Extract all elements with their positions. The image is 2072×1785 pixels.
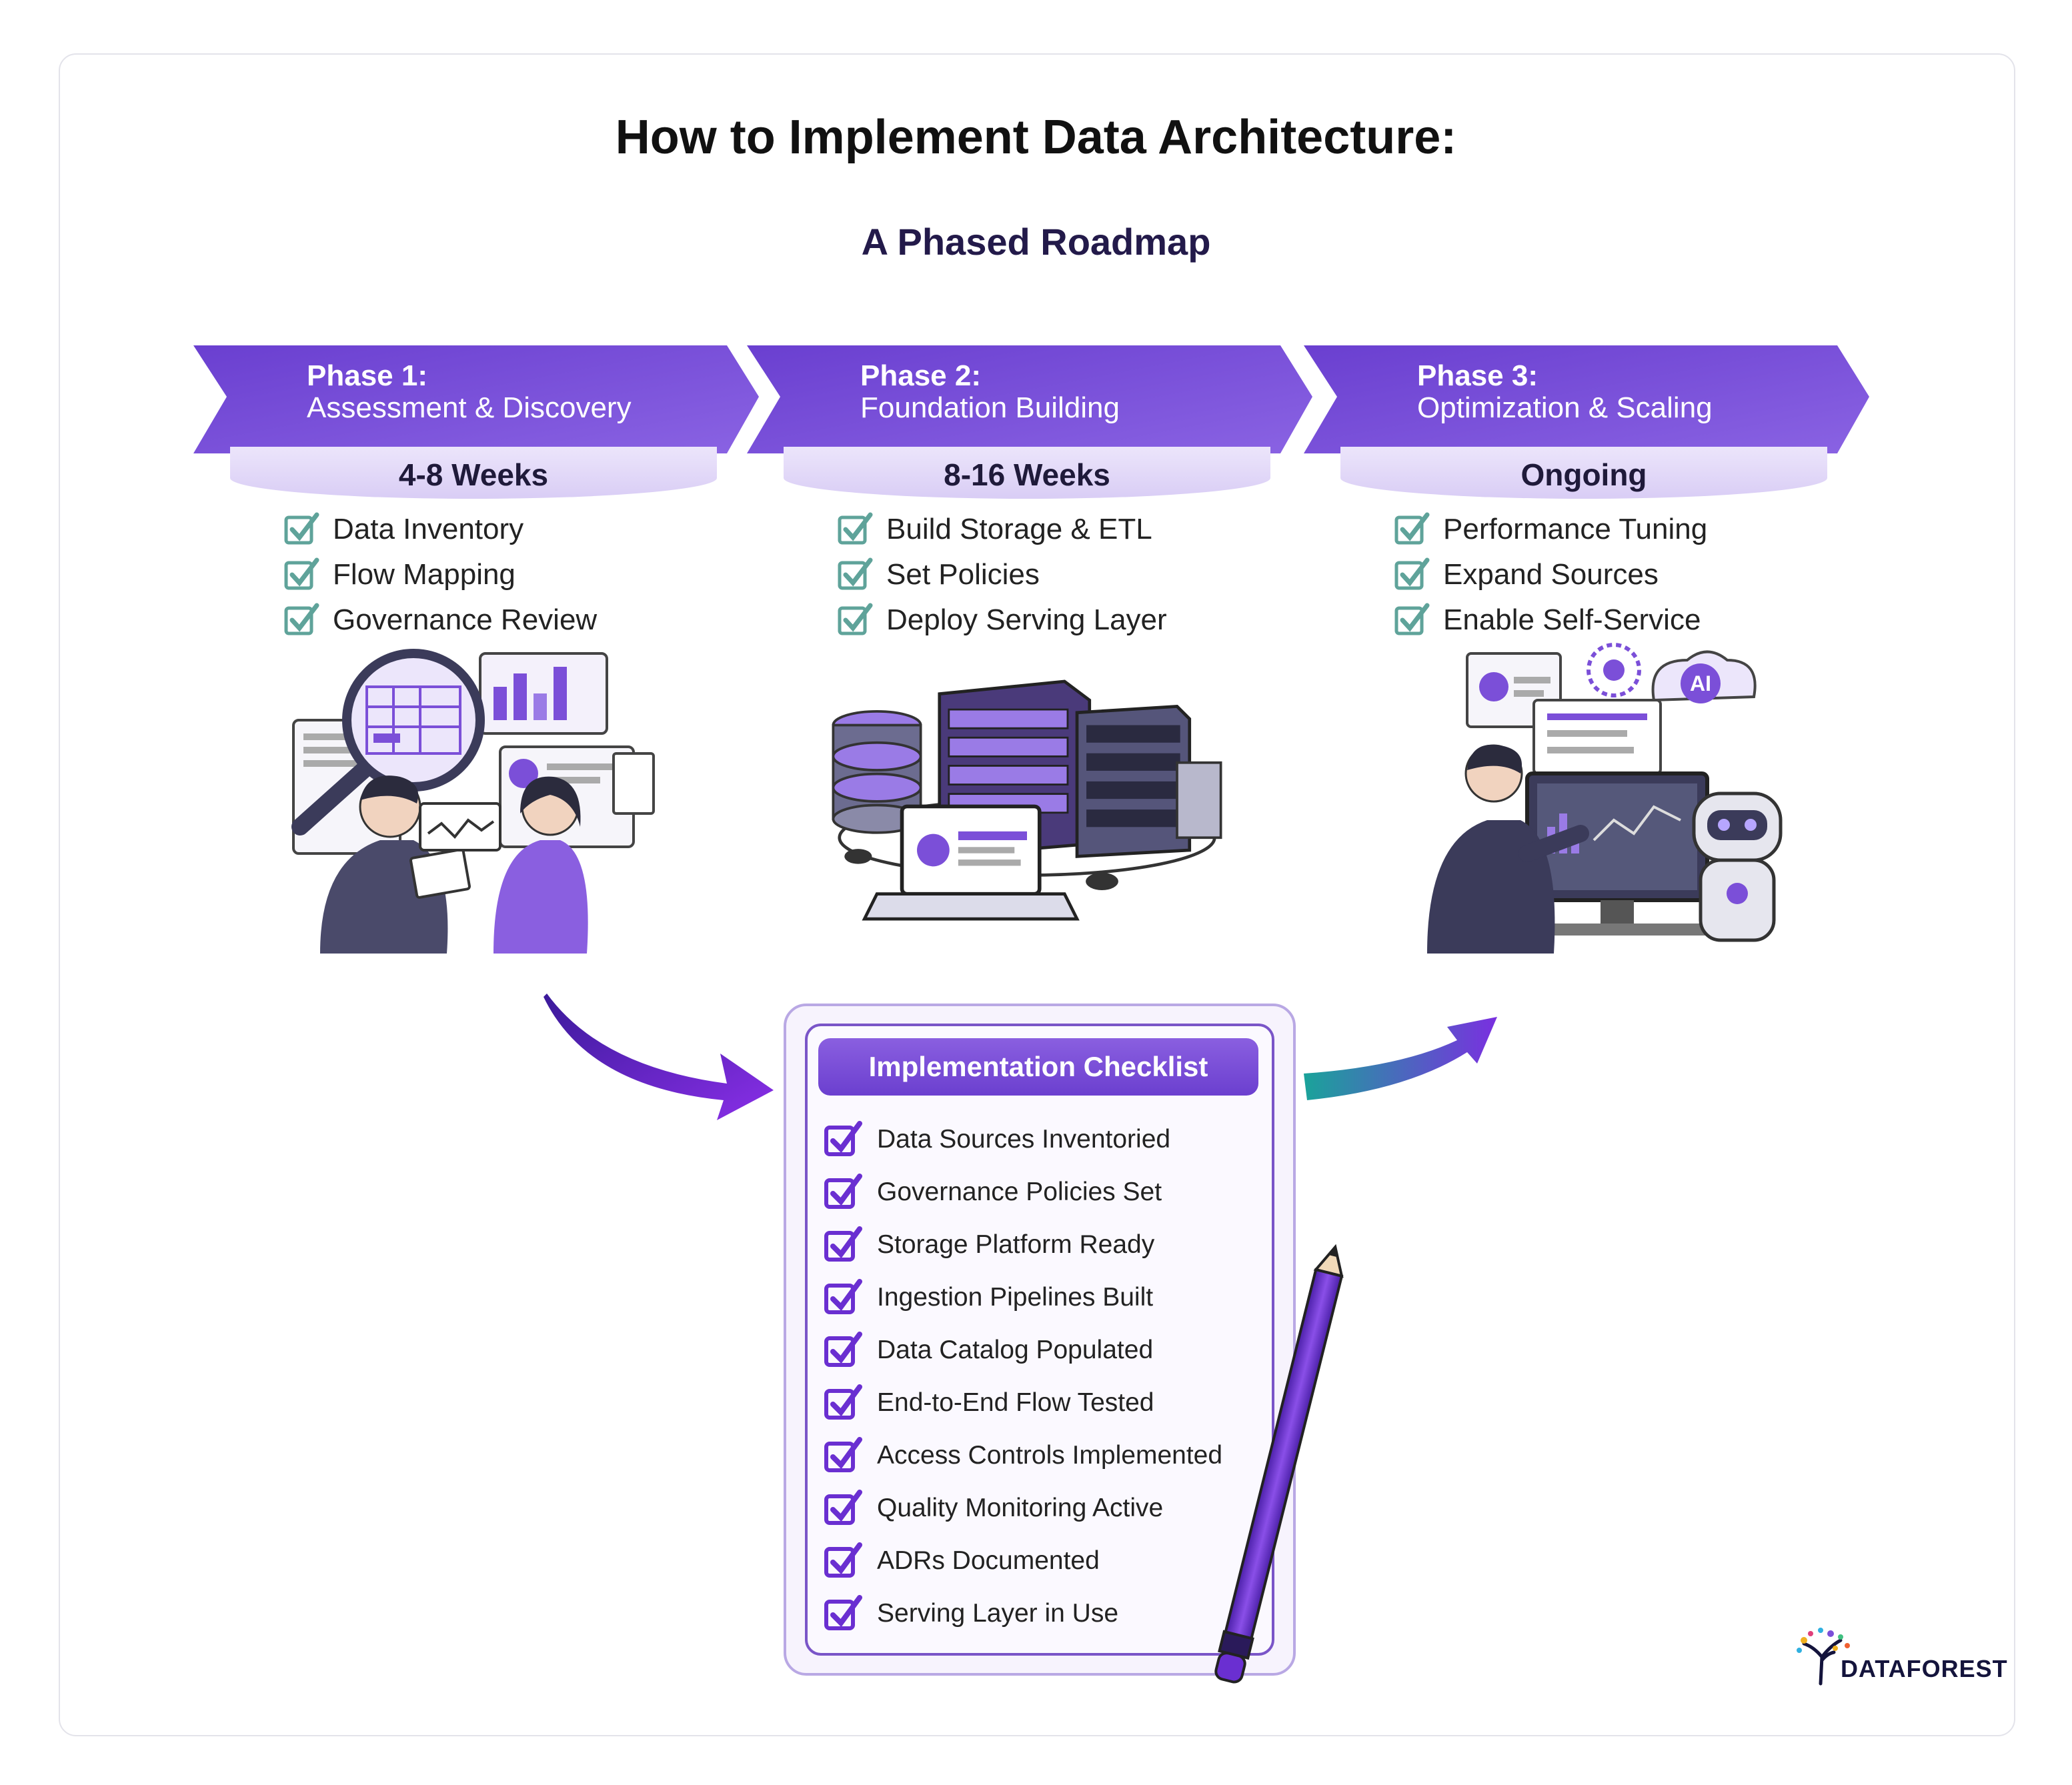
checklist-item: Quality Monitoring Active: [824, 1482, 1222, 1534]
checklist-item: ADRs Documented: [824, 1534, 1222, 1587]
checklist-item-label: Access Controls Implemented: [877, 1440, 1223, 1470]
page-subtitle: A Phased Roadmap: [861, 221, 1211, 263]
checkbox-checked-icon: [824, 1226, 862, 1262]
checklist-item-label: End-to-End Flow Tested: [877, 1388, 1154, 1417]
task-item: Performance Tuning: [1394, 507, 1707, 552]
dataforest-logo: DATAFOREST: [1794, 1620, 2007, 1694]
checklist-item: Serving Layer in Use: [824, 1587, 1222, 1640]
task-label: Set Policies: [886, 558, 1040, 591]
checklist-sheet: Implementation Checklist Data Sources In…: [805, 1024, 1274, 1656]
page-title: How to Implement Data Architecture:: [615, 111, 1457, 164]
check-icon: [838, 512, 873, 545]
phase-2-tasks: Build Storage & ETL Set Policies Deploy …: [837, 507, 1167, 643]
pencil-icon: [1214, 1244, 1344, 1684]
task-label: Expand Sources: [1443, 558, 1659, 591]
check-icon: [284, 512, 319, 545]
checkbox-checked-icon: [824, 1278, 862, 1314]
checkbox-checked-icon: [824, 1384, 862, 1420]
task-label: Enable Self-Service: [1443, 603, 1701, 636]
phase-2-banner: [747, 345, 1312, 453]
checklist-item: Data Sources Inventoried: [824, 1113, 1222, 1166]
task-item: Flow Mapping: [283, 552, 597, 597]
checklist-item-label: Data Sources Inventoried: [877, 1124, 1171, 1154]
phase-3: Phase 3: Optimization & Scaling Ongoing …: [1304, 340, 1877, 653]
checklist-item: End-to-End Flow Tested: [824, 1376, 1222, 1429]
phase-3-name: Optimization & Scaling: [1417, 391, 1713, 424]
checkbox-checked-icon: [824, 1173, 862, 1209]
checklist-item: Ingestion Pipelines Built: [824, 1271, 1222, 1324]
phase-2-duration: 8-16 Weeks: [784, 447, 1270, 499]
phase-1-name: Assessment & Discovery: [307, 391, 632, 424]
phase-2: Phase 2: Foundation Building 8-16 Weeks …: [747, 340, 1320, 653]
phase-3-duration: Ongoing: [1340, 447, 1827, 499]
checklist-item: Access Controls Implemented: [824, 1429, 1222, 1482]
checklist-item-label: Quality Monitoring Active: [877, 1493, 1164, 1522]
checklist-item-label: ADRs Documented: [877, 1546, 1100, 1575]
checkbox-checked-icon: [824, 1594, 862, 1630]
task-label: Data Inventory: [333, 513, 524, 545]
phase-1-number: Phase 1:: [307, 359, 427, 392]
phase-2-number: Phase 2:: [860, 359, 981, 392]
phase-3-number: Phase 3:: [1417, 359, 1538, 392]
phase-1-tasks: Data Inventory Flow Mapping Governance R…: [283, 507, 597, 643]
arrow-left: [544, 994, 774, 1120]
implementation-checklist: Implementation Checklist Data Sources In…: [784, 1004, 1296, 1676]
phase-1-banner: [193, 345, 759, 453]
checklist-item: Data Catalog Populated: [824, 1324, 1222, 1376]
task-item: Data Inventory: [283, 507, 597, 552]
checklist-item-label: Serving Layer in Use: [877, 1598, 1119, 1628]
tree-logo-icon: [1797, 1628, 1850, 1686]
task-item: Build Storage & ETL: [837, 507, 1167, 552]
analyst-with-robot-illustration: AI: [1427, 643, 1783, 954]
checkbox-checked-icon: [824, 1120, 862, 1156]
task-item: Deploy Serving Layer: [837, 597, 1167, 643]
check-icon: [1394, 512, 1430, 545]
check-icon: [838, 603, 873, 635]
check-icon: [284, 557, 319, 590]
checklist-item-label: Storage Platform Ready: [877, 1230, 1155, 1259]
check-icon: [1394, 557, 1430, 590]
checkbox-checked-icon: [824, 1489, 862, 1525]
checklist-item: Storage Platform Ready: [824, 1218, 1222, 1271]
phase-3-title: Phase 3: Optimization & Scaling: [1417, 360, 1713, 424]
phase-1-title: Phase 1: Assessment & Discovery: [307, 360, 632, 424]
checklist-items: Data Sources Inventoried Governance Poli…: [824, 1113, 1222, 1640]
analysts-with-magnifier-illustration: [291, 649, 655, 954]
task-label: Deploy Serving Layer: [886, 603, 1167, 636]
servers-and-laptop-illustration: [832, 679, 1222, 921]
task-item: Enable Self-Service: [1394, 597, 1707, 643]
phase-3-banner: [1304, 345, 1869, 453]
task-label: Build Storage & ETL: [886, 513, 1152, 545]
checklist-item-label: Governance Policies Set: [877, 1177, 1162, 1206]
checkbox-checked-icon: [824, 1436, 862, 1472]
phase-1-duration: 4-8 Weeks: [230, 447, 717, 499]
task-item: Expand Sources: [1394, 552, 1707, 597]
checklist-item-label: Ingestion Pipelines Built: [877, 1282, 1154, 1312]
logo-text: DATAFOREST: [1841, 1655, 2008, 1682]
checklist-item: Governance Policies Set: [824, 1166, 1222, 1218]
phase-3-tasks: Performance Tuning Expand Sources Enable…: [1394, 507, 1707, 643]
phase-1: Phase 1: Assessment & Discovery 4-8 Week…: [193, 340, 767, 653]
checklist-item-label: Data Catalog Populated: [877, 1335, 1154, 1364]
task-label: Governance Review: [333, 603, 598, 636]
check-icon: [284, 603, 319, 635]
arrow-right: [1304, 1017, 1497, 1100]
task-label: Flow Mapping: [333, 558, 515, 591]
phase-2-title: Phase 2: Foundation Building: [860, 360, 1120, 424]
task-label: Performance Tuning: [1443, 513, 1708, 545]
check-icon: [1394, 603, 1430, 635]
checkbox-checked-icon: [824, 1542, 862, 1578]
task-item: Governance Review: [283, 597, 597, 643]
checklist-title: Implementation Checklist: [818, 1038, 1258, 1096]
check-icon: [838, 557, 873, 590]
ai-badge: AI: [1690, 671, 1711, 695]
task-item: Set Policies: [837, 552, 1167, 597]
phase-2-name: Foundation Building: [860, 391, 1120, 424]
checkbox-checked-icon: [824, 1331, 862, 1367]
